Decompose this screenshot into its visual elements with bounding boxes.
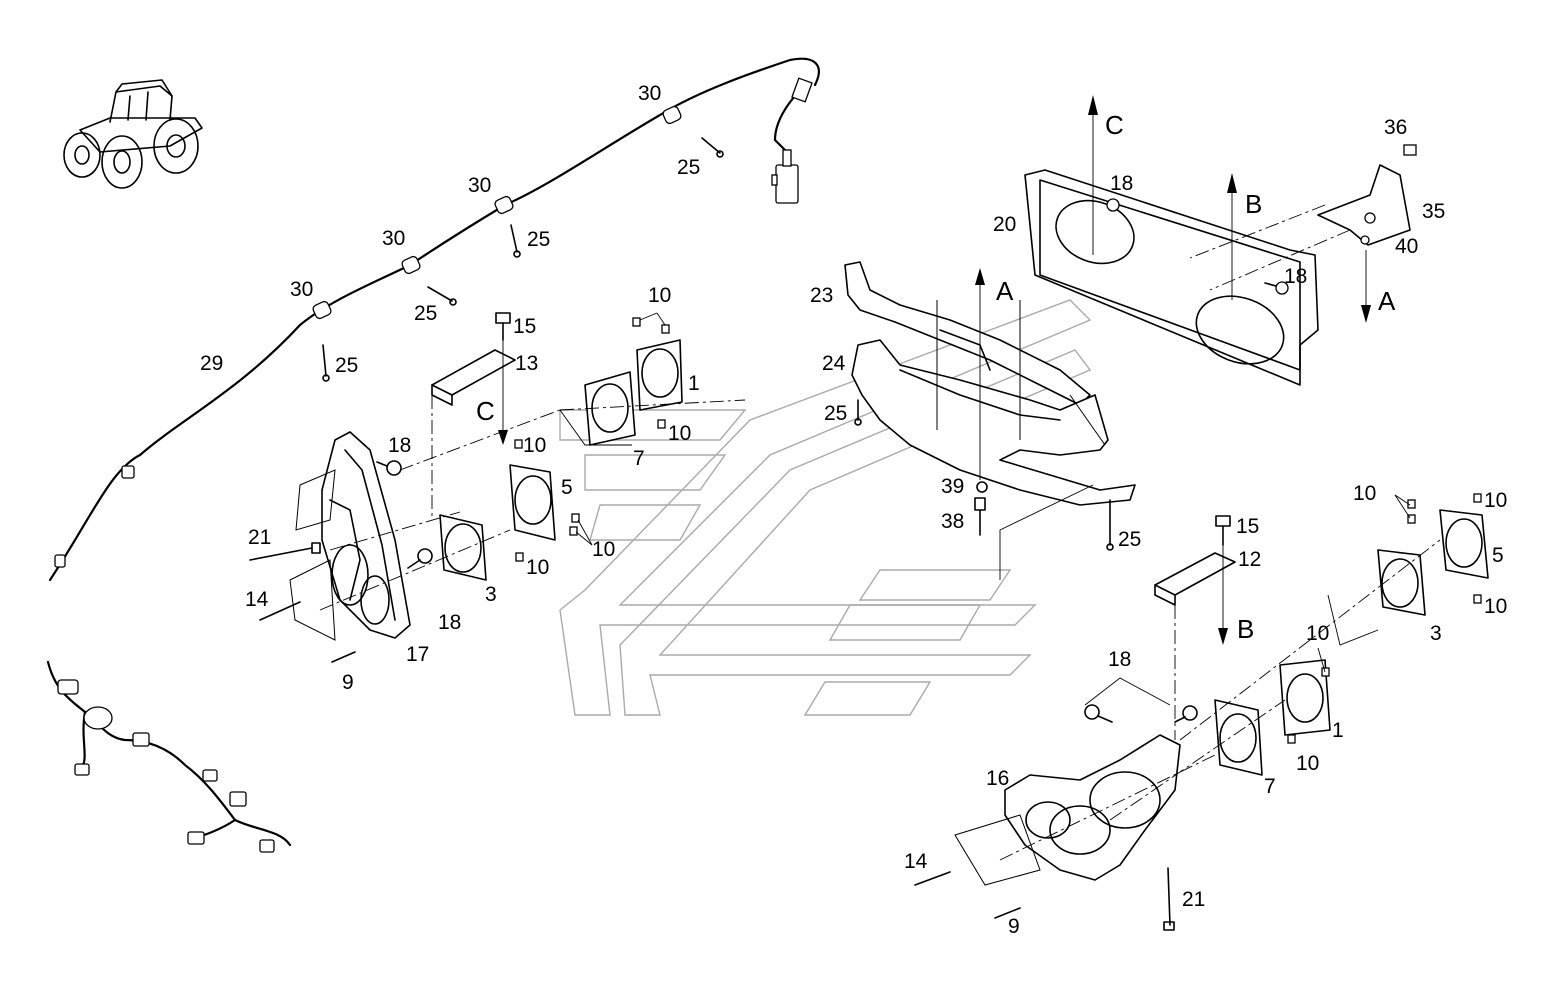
callout-17: 17 [406,643,429,666]
callout-35: 35 [1422,200,1445,223]
callout-10: 10 [523,434,546,457]
callout-15: 15 [1236,515,1259,538]
left-headlight-assembly [249,312,746,663]
callout-labels: 29 30 30 30 30 25 25 25 25 25 25 15 13 1… [200,82,1507,938]
callout-12: 12 [1238,548,1261,571]
callout-15: 15 [513,315,536,338]
callout-29: 29 [200,352,223,375]
callout-21: 21 [248,526,271,549]
callout-25: 25 [414,302,437,325]
callout-39: 39 [941,475,964,498]
callout-10: 10 [1484,595,1507,618]
section-arrow-b: B [1237,614,1254,644]
section-arrow-c: C [1105,110,1124,140]
callout-5: 5 [1492,544,1504,567]
tractor-icon [63,79,203,189]
callout-30: 30 [290,278,313,301]
callout-18: 18 [1284,265,1307,288]
callout-10: 10 [648,284,671,307]
callout-16: 16 [986,767,1009,790]
callout-13: 13 [515,352,538,375]
callout-9: 9 [342,671,354,694]
callout-10: 10 [1353,482,1376,505]
callout-1: 1 [688,372,700,395]
callout-10: 10 [1296,752,1319,775]
callout-25: 25 [335,354,358,377]
callout-25: 25 [677,156,700,179]
right-headlight-assembly [914,484,1489,931]
callout-14: 14 [904,850,928,873]
section-arrow-labels: C B A A C B [476,110,1396,644]
callout-10: 10 [1306,622,1329,645]
callout-30: 30 [382,227,405,250]
callout-3: 3 [1430,622,1442,645]
callout-18: 18 [438,611,461,634]
callout-18: 18 [1108,648,1131,671]
callout-9: 9 [1008,915,1020,938]
support-frame [1024,95,1417,386]
callout-10: 10 [526,556,549,579]
section-arrow-a: A [996,276,1014,306]
callout-20: 20 [993,213,1016,236]
callout-25: 25 [1118,528,1141,551]
callout-24: 24 [822,352,846,375]
callout-23: 23 [810,284,833,307]
callout-5: 5 [561,476,573,499]
callout-25: 25 [527,228,550,251]
callout-36: 36 [1384,116,1407,139]
section-arrow-b: B [1245,189,1262,219]
callout-30: 30 [638,82,661,105]
callout-40: 40 [1395,235,1418,258]
callout-10: 10 [1484,489,1507,512]
cable-harness [48,57,820,582]
section-arrow-c: C [476,396,495,426]
callout-14: 14 [245,588,269,611]
callout-7: 7 [633,447,645,470]
callout-10: 10 [592,538,615,561]
callout-1: 1 [1332,719,1344,742]
secondary-harness [46,660,292,853]
callout-30: 30 [468,174,491,197]
callout-18: 18 [1110,172,1133,195]
callout-38: 38 [941,510,964,533]
callout-7: 7 [1264,775,1276,798]
section-arrow-a: A [1378,286,1396,316]
callout-18: 18 [388,434,411,457]
callout-21: 21 [1182,888,1205,911]
callout-3: 3 [485,583,497,606]
callout-10: 10 [668,422,691,445]
grille-assembly [844,261,1136,551]
callout-25: 25 [824,402,847,425]
